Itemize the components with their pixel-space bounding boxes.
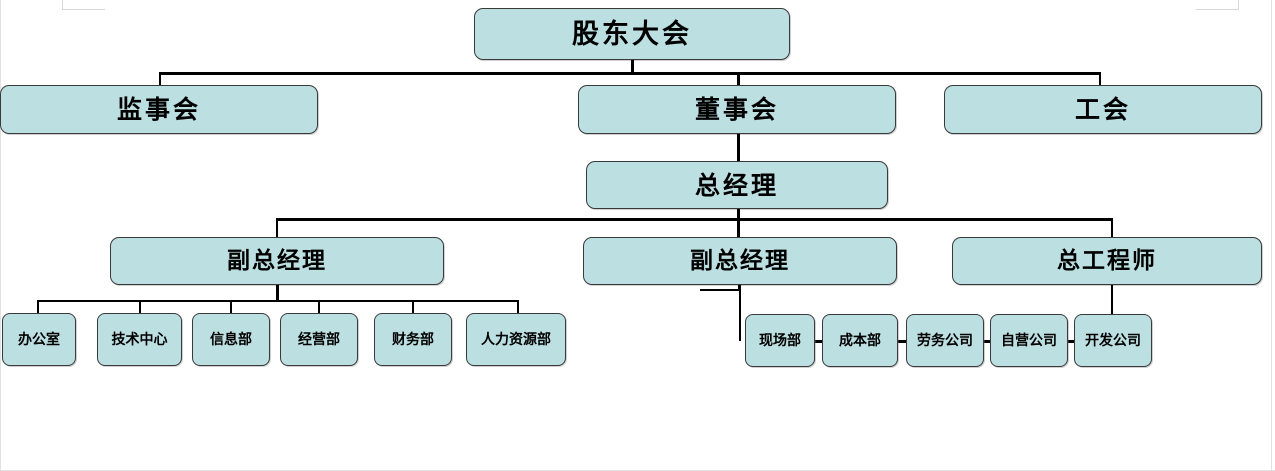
node-labor-union[interactable]: 工会	[944, 85, 1262, 134]
connector-deputy2-drop	[738, 285, 741, 290]
node-information-department[interactable]: 信息部	[192, 313, 270, 366]
connector-l4-stub-deputy-2	[737, 220, 740, 238]
connector-gm-drop	[737, 209, 740, 220]
connector-left-stub-human-resources	[517, 302, 519, 314]
connector-l4-bus	[276, 218, 1113, 221]
node-label: 开发公司	[1085, 332, 1141, 349]
node-finance-department[interactable]: 财务部	[374, 313, 452, 366]
node-label: 监事会	[116, 95, 201, 124]
node-label: 经营部	[298, 331, 340, 348]
connector-right-link-site-cost	[810, 340, 824, 343]
node-deputy-general-manager-1[interactable]: 副总经理	[110, 237, 444, 285]
node-label: 自营公司	[1001, 332, 1057, 349]
node-label: 股东大会	[572, 18, 692, 50]
node-operations-department[interactable]: 经营部	[280, 313, 358, 366]
node-self-operated-company[interactable]: 自营公司	[990, 314, 1068, 367]
connector-directors-to-gm	[737, 134, 740, 162]
node-label: 董事会	[694, 95, 779, 124]
connector-l2-bus	[159, 72, 1101, 75]
node-labor-service-company[interactable]: 劳务公司	[906, 314, 984, 367]
node-office[interactable]: 办公室	[2, 313, 76, 366]
node-board-of-supervisors[interactable]: 监事会	[0, 85, 318, 134]
connector-right-left-riser	[739, 289, 741, 341]
connector-l1-drop	[631, 60, 634, 74]
connector-deputy1-drop	[276, 285, 279, 302]
connector-left-stub-information	[230, 302, 232, 314]
node-label: 现场部	[759, 332, 801, 349]
node-label: 副总经理	[690, 247, 790, 274]
connector-right-bus-left	[700, 289, 740, 291]
node-board-of-directors[interactable]: 董事会	[578, 85, 896, 134]
node-label: 人力资源部	[481, 331, 551, 348]
connector-l4-stub-deputy-1	[276, 220, 278, 238]
node-human-resources-department[interactable]: 人力资源部	[466, 313, 566, 366]
node-shareholders-meeting[interactable]: 股东大会	[474, 8, 790, 60]
connector-left-stub-office	[37, 302, 39, 314]
connector-chief-engineer-drop	[1111, 285, 1113, 315]
connector-l4-stub-chief-engineer	[1111, 220, 1113, 238]
node-general-manager[interactable]: 总经理	[586, 161, 888, 209]
node-technology-center[interactable]: 技术中心	[97, 313, 182, 366]
node-label: 财务部	[392, 331, 434, 348]
node-label: 副总经理	[227, 247, 327, 274]
node-label: 技术中心	[111, 331, 168, 348]
connector-l2-stub-supervisors	[159, 74, 161, 86]
connector-l2-stub-union	[1099, 74, 1101, 86]
node-deputy-general-manager-2[interactable]: 副总经理	[583, 237, 897, 285]
node-label: 成本部	[839, 332, 881, 349]
crop-mark-top-right	[1196, 0, 1239, 10]
node-site-department[interactable]: 现场部	[745, 314, 815, 367]
node-label: 总经理	[694, 170, 779, 200]
node-label: 办公室	[18, 331, 60, 348]
node-cost-department[interactable]: 成本部	[822, 314, 898, 367]
connector-right-link-labor-self	[980, 340, 994, 343]
crop-mark-top-left	[62, 0, 105, 10]
connector-left-stub-finance	[412, 302, 414, 314]
connector-right-link-self-development	[1064, 340, 1078, 343]
connector-l2-stub-directors	[737, 74, 740, 86]
node-label: 信息部	[210, 331, 252, 348]
connector-right-link-cost-labor	[896, 340, 910, 343]
node-chief-engineer[interactable]: 总工程师	[952, 237, 1262, 285]
node-label: 总工程师	[1057, 247, 1157, 274]
connector-left-group-bus	[37, 300, 519, 302]
node-label: 劳务公司	[917, 332, 973, 349]
connector-left-stub-technology-center	[139, 302, 141, 314]
node-label: 工会	[1074, 95, 1131, 124]
connector-left-stub-operations	[318, 302, 320, 314]
page-border-right	[1271, 0, 1272, 471]
node-development-company[interactable]: 开发公司	[1074, 314, 1152, 367]
page-border-left	[0, 0, 1, 471]
